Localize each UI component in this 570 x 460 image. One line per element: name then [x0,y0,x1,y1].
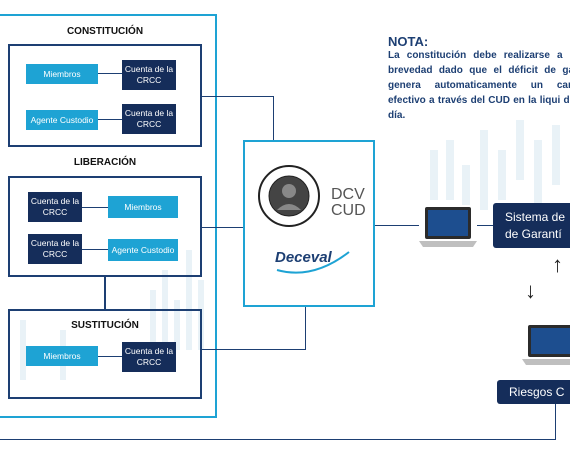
constitucion-connector-2 [98,119,122,120]
banco-republica-seal-icon [257,164,321,228]
liberacion-connector-2 [82,249,108,250]
liberacion-title: LIBERACIÓN [73,157,137,168]
constitucion-title: CONSTITUCIÓN [66,26,144,37]
sustitucion-title: SUSTITUCIÓN [71,320,139,331]
arrow-up-icon: ↑ [552,252,563,277]
constitucion-cuenta-crcc-box-2: Cuenta de la CRCC [122,104,176,134]
constitucion-agente-custodio-box: Agente Custodio [26,110,98,130]
center-to-laptop-line [375,225,419,226]
laptop-icon [419,205,477,249]
riesgos-box: Riesgos C [497,380,570,404]
constitucion-to-center-line-h [202,96,274,97]
note-text: La constitución debe realizarse a la bre… [388,50,570,121]
liberacion-frame [8,176,202,277]
constitucion-connector-1 [98,73,122,74]
sistema-line-1: Sistema de [505,210,566,224]
sustitucion-miembros-box: Miembros [26,346,98,366]
depositos-center-box: DCV CUD Deceval [243,140,375,307]
sustitucion-connector-1 [98,356,122,357]
sistema-garantias-box: Sistema de de Garantí [493,203,570,248]
laptop-icon-2 [522,323,570,367]
sustitucion-cuenta-crcc-box: Cuenta de la CRCC [122,342,176,372]
laptop-to-sistema-line [477,225,493,226]
constitucion-miembros-box: Miembros [26,64,98,84]
sustitucion-to-center-line-h [202,349,306,350]
sistema-line-2: de Garantí [505,227,562,241]
riesgos-down-line [555,404,556,440]
liberacion-agente-custodio-box: Agente Custodio [108,239,178,261]
constitucion-frame [8,44,202,147]
liberacion-sustitucion-connector [104,277,106,309]
deceval-logo-icon [273,246,353,276]
deceval-label: Deceval [275,249,332,266]
liberacion-cuenta-crcc-box-2: Cuenta de la CRCC [28,234,82,264]
operations-outer-frame [0,14,217,418]
cud-label: CUD [331,202,366,219]
dcv-label: DCV [331,186,365,203]
liberacion-miembros-box: Miembros [108,196,178,218]
note-title: NOTA: [388,34,429,49]
liberacion-connector-1 [82,207,108,208]
sustitucion-to-center-line-v [305,306,306,350]
arrow-down-icon: ↓ [525,278,536,303]
constitucion-cuenta-crcc-box-1: Cuenta de la CRCC [122,60,176,90]
liberacion-cuenta-crcc-box-1: Cuenta de la CRCC [28,192,82,222]
constitucion-to-center-line-v [273,96,274,140]
bottom-return-line [0,439,556,440]
sustitucion-frame [8,309,202,399]
liberacion-to-center-line [202,227,244,228]
